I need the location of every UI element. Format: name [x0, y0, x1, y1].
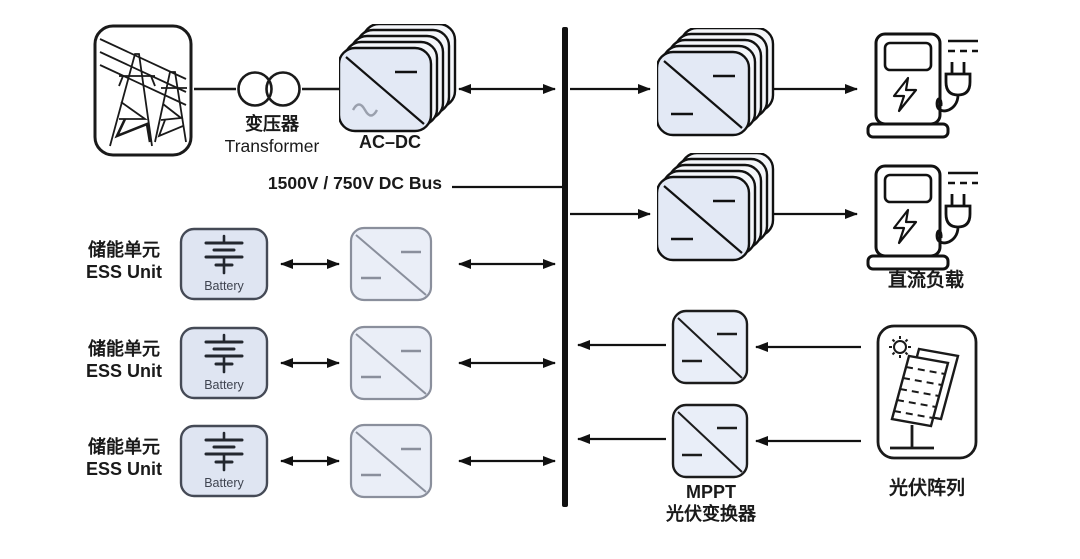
pv-array-label: 光伏阵列	[888, 478, 965, 499]
lightning-bolt-icon	[892, 208, 918, 245]
solar-panel-icon	[876, 324, 978, 460]
battery-icon: Battery	[179, 227, 269, 301]
ess-label-cn: 储能单元	[88, 437, 160, 457]
sun-icon	[889, 336, 911, 358]
dc-dc-converter-icon	[349, 423, 433, 499]
ess-label-en: ESS Unit	[85, 261, 162, 282]
transformer-label-en: Transformer	[224, 135, 320, 156]
ess-unit-label: 储能单元 ESS Unit	[60, 240, 188, 283]
transformer-label-cn: 变压器	[245, 114, 299, 134]
ess-label-en: ESS Unit	[85, 458, 162, 479]
ess-label-cn: 储能单元	[88, 240, 160, 260]
battery-icon: Battery	[179, 326, 269, 400]
dc-dc-converter-icon	[349, 325, 433, 401]
dc-dc-converter-stack-icon	[657, 28, 775, 137]
plug-icon	[935, 62, 972, 113]
dc-dc-converter-stack-icon	[657, 153, 775, 262]
battery-label: Battery	[204, 279, 244, 293]
ess-label-en: ESS Unit	[85, 360, 162, 381]
mppt-converter-icon	[671, 403, 749, 479]
dc-dc-converter-icon	[349, 226, 433, 302]
mppt-label-line1: MPPT	[685, 482, 736, 502]
plug-icon	[935, 194, 972, 245]
battery-label: Battery	[204, 378, 244, 392]
dc-symbol-icon	[948, 39, 978, 53]
ess-unit-label: 储能单元 ESS Unit	[60, 339, 188, 382]
mppt-converter-icon	[671, 309, 749, 385]
transformer-coils-icon	[237, 71, 301, 107]
dc-bus-label: 1500V / 750V DC Bus	[267, 173, 442, 193]
ev-charger-icon	[866, 32, 978, 139]
dc-load-label: 直流负载	[887, 270, 964, 291]
transmission-tower-icon	[93, 24, 193, 157]
battery-icon: Battery	[179, 424, 269, 498]
lightning-bolt-icon	[892, 76, 918, 113]
mppt-label: MPPT 光伏变换器	[648, 482, 774, 525]
ess-unit-label: 储能单元 ESS Unit	[60, 437, 188, 480]
mppt-label-line2: 光伏变换器	[666, 503, 756, 524]
ess-label-cn: 储能单元	[88, 339, 160, 359]
dc-symbol-icon	[948, 171, 978, 185]
transformer-label: 变压器 Transformer	[196, 114, 348, 157]
battery-label: Battery	[204, 476, 244, 490]
acdc-label: AC–DC	[358, 132, 421, 152]
dc-bus-bar	[562, 27, 568, 507]
ev-charger-icon	[866, 164, 978, 271]
ac-dc-converter-stack-icon	[339, 24, 457, 133]
